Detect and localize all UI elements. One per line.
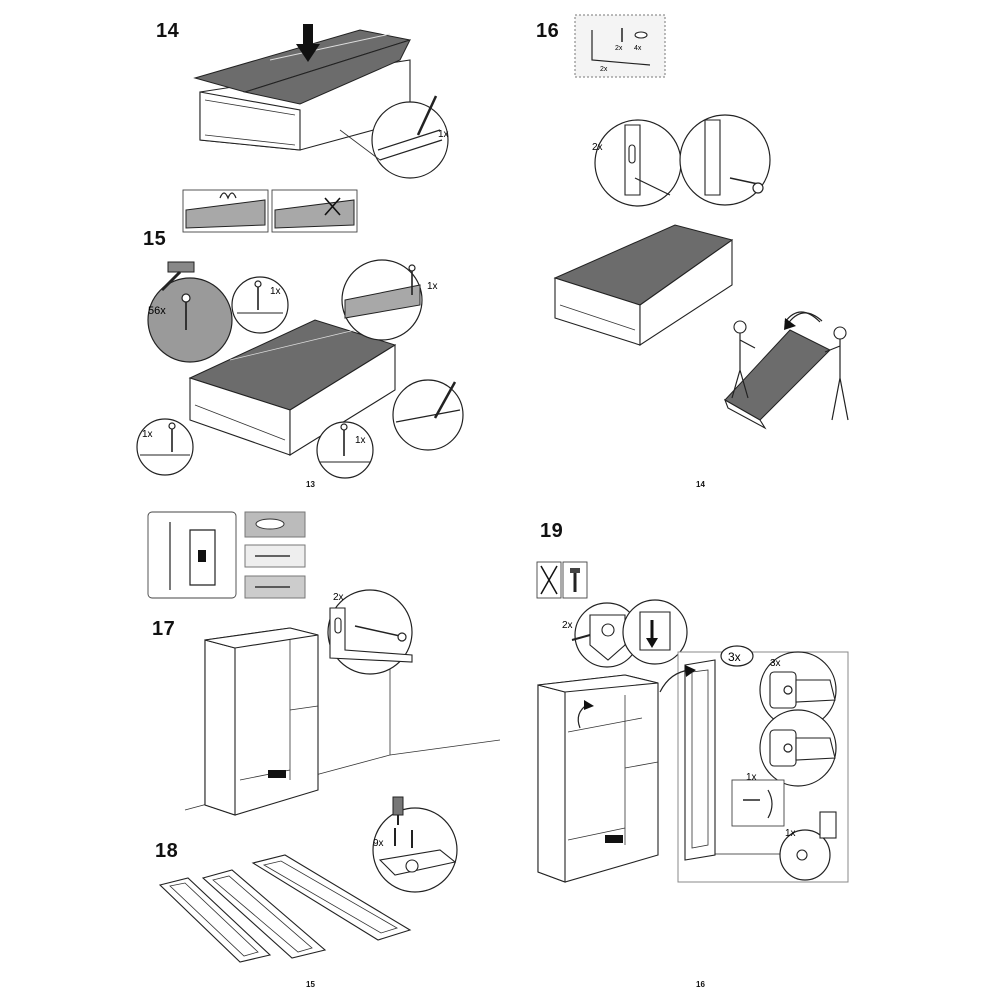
people-tilting-bed xyxy=(723,311,849,430)
qty-3x-badge xyxy=(720,645,754,667)
handle-detail-box xyxy=(731,779,785,827)
qty-16-2x: 2x xyxy=(592,142,603,153)
step-17-number: 17 xyxy=(152,618,176,640)
hinge-detail-circle-19-bottom xyxy=(759,709,837,787)
bed-frame-16 xyxy=(553,224,734,347)
part-qty-4x-washer: 4x xyxy=(634,45,642,52)
qty-18-9x: 9x xyxy=(373,838,384,849)
qty-19-3x-badge: 3x xyxy=(728,650,741,664)
qty-19-1x-b: 1x xyxy=(785,828,796,839)
wardrobe-19 xyxy=(537,674,659,883)
qty-15-1x-b: 1x xyxy=(427,281,438,292)
qty-15-56x: 56x xyxy=(148,305,166,317)
qty-14-1x: 1x xyxy=(438,129,449,140)
bed-frame-box-14 xyxy=(199,59,411,151)
qty-19-3x: 3x xyxy=(770,658,781,669)
step-19-illustration: 2x xyxy=(536,561,849,883)
qty-15-1x-c: 1x xyxy=(142,429,153,440)
page-13: 14 15 1x xyxy=(0,0,500,500)
page-number: 13 xyxy=(306,480,315,489)
step-18-number: 18 xyxy=(155,840,179,862)
step-14-number: 14 xyxy=(156,20,180,42)
nail-detail-circle-1 xyxy=(231,276,289,334)
qty-15-1x-d: 1x xyxy=(355,435,366,446)
no-screw-icon xyxy=(536,561,562,599)
page-number: 15 xyxy=(306,980,315,989)
wall-fixing-info-box xyxy=(147,511,306,599)
curved-arrow-icon xyxy=(784,312,823,330)
part-qty-2x-bracket: 2x xyxy=(600,66,608,73)
hammer-detail-circle xyxy=(147,277,233,363)
screw-icon xyxy=(562,561,588,599)
qty-19-1x-a: 1x xyxy=(746,772,757,783)
step-16-number: 16 xyxy=(536,20,560,42)
step-16-illustration: 2x 4x 2x 2x xyxy=(553,14,849,430)
bracket-detail-circle-1 xyxy=(594,119,682,207)
nail-detail-circle-3 xyxy=(136,418,194,476)
pencil-detail-circle-14 xyxy=(339,95,449,179)
knob-detail-circle xyxy=(715,811,837,881)
page-15: 17 18 xyxy=(0,500,500,1000)
qty-19-2x: 2x xyxy=(562,620,573,631)
bed-frame-box-15 xyxy=(188,319,397,456)
page-number: 16 xyxy=(696,980,705,989)
qty-15-1x-a: 1x xyxy=(270,286,281,297)
part-qty-2x-screw: 2x xyxy=(615,45,623,52)
bracket-detail-circle-19b xyxy=(622,599,688,665)
wardrobe-17 xyxy=(204,627,319,816)
nail-detail-circle-2 xyxy=(341,259,423,341)
step-17-18-illustration: 2x 9x xyxy=(147,511,500,963)
pencil-detail-circle-15 xyxy=(392,379,464,451)
step-15-number: 15 xyxy=(143,228,167,250)
hammer-icon xyxy=(160,261,195,292)
screwdriver-icon xyxy=(392,796,404,825)
wall-bracket-detail-circle xyxy=(327,589,413,675)
nail-detail-circle-4 xyxy=(316,421,374,479)
qty-17-2x: 2x xyxy=(333,592,344,603)
door-panels-18 xyxy=(158,854,412,963)
bracket-detail-circle-19a xyxy=(571,602,640,668)
page-14: 16 2x 4x 2x 2x xyxy=(500,0,1000,500)
step-19-number: 19 xyxy=(540,520,564,542)
hinge-detail-circle xyxy=(372,807,458,893)
page-number: 14 xyxy=(696,480,705,489)
arrow-down-icon xyxy=(296,24,320,62)
top-panels-14 xyxy=(193,29,411,105)
step-14-15-illustration: 1x 56x xyxy=(136,24,464,479)
parts-box-16 xyxy=(574,14,666,78)
detail-boxes-14 xyxy=(182,189,358,233)
page-16: 19 2x xyxy=(500,500,1000,1000)
bracket-detail-circle-2 xyxy=(679,114,771,206)
